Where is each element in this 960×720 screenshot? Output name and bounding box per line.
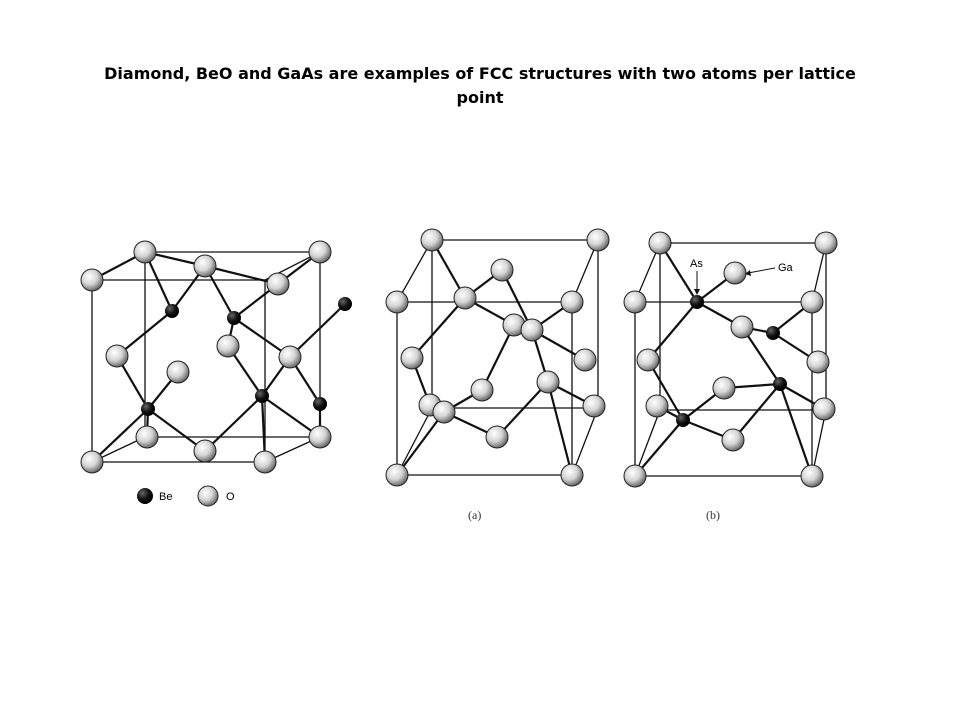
- carbon-atom: [573, 348, 597, 372]
- gallium-atom: [712, 376, 736, 400]
- oxygen-atom: [266, 272, 290, 296]
- carbon-atom: [400, 346, 424, 370]
- legend-o-swatch: [197, 485, 219, 507]
- oxygen-atom: [135, 425, 159, 449]
- carbon-atom: [582, 394, 606, 418]
- diamond-structure: (a): [385, 228, 610, 522]
- oxygen-atom: [308, 425, 332, 449]
- oxygen-atom: [80, 268, 104, 292]
- arsenic-atom: [690, 295, 704, 309]
- diamond-atoms: [385, 228, 610, 487]
- beo-legend: Be O: [137, 485, 235, 507]
- gallium-atom: [636, 348, 660, 372]
- arsenic-atom: [676, 413, 690, 427]
- beryllium-atom: [141, 402, 155, 416]
- beryllium-atom: [227, 311, 241, 325]
- carbon-atom: [385, 290, 409, 314]
- oxygen-atom: [105, 344, 129, 368]
- as-pointer-arrowhead: [694, 289, 700, 295]
- beryllium-atom: [255, 389, 269, 403]
- beo-structure: Be O: [80, 240, 352, 507]
- carbon-atom: [560, 290, 584, 314]
- gaas-atoms: [623, 231, 838, 488]
- gallium-atom: [623, 464, 647, 488]
- oxygen-atom: [253, 450, 277, 474]
- gallium-atom: [800, 464, 824, 488]
- gallium-atom: [814, 231, 838, 255]
- beo-bonds: [91, 250, 346, 463]
- oxygen-atom: [193, 254, 217, 278]
- carbon-atom: [536, 370, 560, 394]
- ga-pointer-line: [747, 267, 776, 274]
- carbon-atom: [385, 463, 409, 487]
- gaas-structure: As Ga (b): [623, 231, 838, 522]
- gallium-atom: [721, 428, 745, 452]
- carbon-atom: [490, 258, 514, 282]
- oxygen-atom: [193, 439, 217, 463]
- gallium-atom: [812, 397, 836, 421]
- carbon-atom: [586, 228, 610, 252]
- carbon-atom: [520, 318, 544, 342]
- gallium-atom: [648, 231, 672, 255]
- diamond-panel-label: (a): [468, 508, 481, 522]
- beo-atoms: [80, 240, 352, 474]
- oxygen-atom: [216, 334, 240, 358]
- oxygen-atom: [308, 240, 332, 264]
- oxygen-atom: [80, 450, 104, 474]
- beryllium-atom: [338, 297, 352, 311]
- gallium-atom: [806, 350, 830, 374]
- carbon-atom: [420, 228, 444, 252]
- carbon-atom: [560, 463, 584, 487]
- oxygen-atom: [278, 345, 302, 369]
- legend-be-label: Be: [159, 491, 172, 503]
- gallium-atom: [730, 315, 754, 339]
- beryllium-atom: [165, 304, 179, 318]
- gaas-panel-label: (b): [706, 508, 720, 522]
- gallium-atom: [645, 394, 669, 418]
- gallium-atom: [800, 290, 824, 314]
- beryllium-atom: [313, 397, 327, 411]
- arsenic-atom: [773, 377, 787, 391]
- legend-o-label: O: [226, 491, 235, 503]
- ga-label: Ga: [778, 262, 794, 274]
- oxygen-atom: [166, 360, 190, 384]
- carbon-atom: [485, 425, 509, 449]
- arsenic-atom: [766, 326, 780, 340]
- carbon-atom: [470, 378, 494, 402]
- legend-be-swatch: [137, 488, 153, 504]
- gaas-annotations: As Ga: [690, 258, 794, 295]
- slide-title: Diamond, BeO and GaAs are examples of FC…: [104, 64, 856, 107]
- ga-pointer-arrowhead: [745, 270, 751, 276]
- gallium-atom: [623, 290, 647, 314]
- carbon-atom: [432, 400, 456, 424]
- oxygen-atom: [133, 240, 157, 264]
- as-label: As: [690, 258, 703, 270]
- carbon-atom: [453, 286, 477, 310]
- gallium-atom: [723, 261, 747, 285]
